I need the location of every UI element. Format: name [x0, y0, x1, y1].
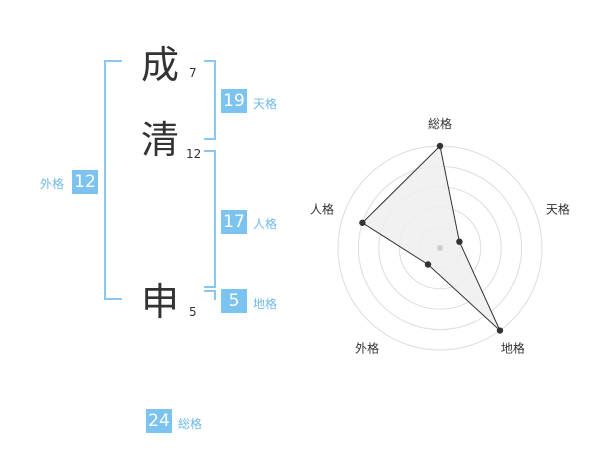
- radar-axis-label-5: 人格: [310, 202, 334, 217]
- stroke-count-2: 12: [186, 147, 202, 161]
- radar-point-4: [424, 261, 432, 268]
- gaikaku-value: 12: [72, 170, 98, 194]
- tenkaku-value: 19: [221, 89, 247, 113]
- radar-point-1: [436, 142, 444, 150]
- stroke-count-3: 5: [189, 305, 197, 319]
- chikaku-value: 5: [221, 289, 247, 313]
- jinkaku-bracket: [204, 150, 216, 288]
- radar-axis-label-3: 地格: [501, 340, 525, 355]
- tenkaku-bracket: [204, 60, 216, 140]
- name-char-3: 申: [140, 280, 179, 324]
- radar-data-points: [359, 142, 504, 334]
- stroke-count-1: 7: [189, 66, 197, 80]
- chikaku-label: 地格: [253, 297, 278, 311]
- soukaku-label: 総格: [178, 417, 203, 431]
- gaikaku-label: 外格: [40, 177, 65, 191]
- radar-axis-label-4: 外格: [355, 340, 379, 355]
- radar-point-2: [456, 238, 463, 245]
- radar-point-5: [359, 219, 366, 226]
- tenkaku-label: 天格: [253, 97, 278, 111]
- chikaku-bracket: [204, 290, 216, 300]
- radar-point-3: [496, 327, 504, 334]
- gaikaku-bracket: [104, 60, 122, 300]
- jinkaku-label: 人格: [253, 217, 278, 231]
- name-char-2: 清: [140, 118, 179, 162]
- radar-axis-label-2: 天格: [546, 202, 570, 217]
- name-char-1: 成: [140, 43, 179, 87]
- radar-data-area: [361, 144, 501, 331]
- radar-axis-label-1: 総格: [428, 116, 452, 131]
- radar-center-dot: [437, 245, 443, 251]
- jinkaku-value: 17: [221, 210, 247, 234]
- soukaku-value: 24: [146, 409, 172, 433]
